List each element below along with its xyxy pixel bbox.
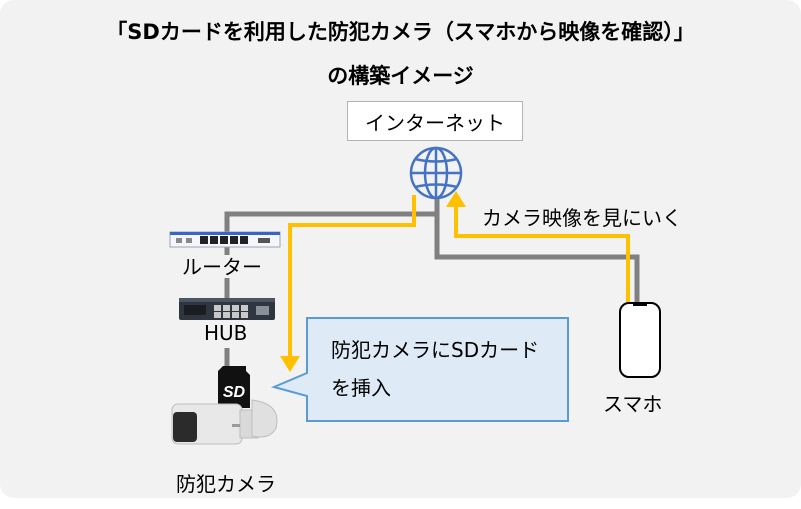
callout-line2: を挿入	[331, 376, 391, 400]
callout-text: 防犯カメラにSDカード を挿入	[331, 331, 539, 407]
internet-to-camera-arrow	[288, 195, 416, 362]
phone-to-internet-arrow	[454, 201, 630, 302]
sd-card-icon: SD	[218, 366, 250, 408]
smartphone-icon	[619, 302, 661, 378]
phone-to-internet-cable	[434, 199, 640, 303]
callout-line1: 防犯カメラにSDカード	[331, 338, 540, 362]
internet-label: インターネット	[365, 110, 505, 135]
phone-to-internet-arrowhead	[446, 191, 466, 207]
globe-icon	[409, 146, 463, 200]
hub-icon	[179, 298, 275, 320]
video-flow-arrows	[288, 195, 630, 362]
router-icon	[169, 231, 281, 248]
security-camera-icon	[171, 399, 278, 445]
router-label: ルーター	[182, 255, 262, 279]
view-video-label: カメラ映像を見にいく	[482, 206, 682, 230]
internet-box: インターネット	[347, 101, 523, 141]
router-to-internet-cable	[224, 211, 437, 232]
internet-to-camera-arrowhead	[280, 356, 300, 372]
callout-bubble	[270, 317, 569, 422]
phone-label: スマホ	[603, 392, 663, 416]
diagram-title-line2: の構築イメージ	[327, 64, 474, 88]
sd-card-text: SD	[223, 384, 246, 401]
network-cables	[224, 199, 640, 366]
hub-label: HUB	[204, 321, 248, 345]
diagram-title-line1: 「SDカードを利用した防犯カメラ（スマホから映像を確認）」	[106, 20, 695, 44]
camera-label: 防犯カメラ	[176, 472, 276, 496]
